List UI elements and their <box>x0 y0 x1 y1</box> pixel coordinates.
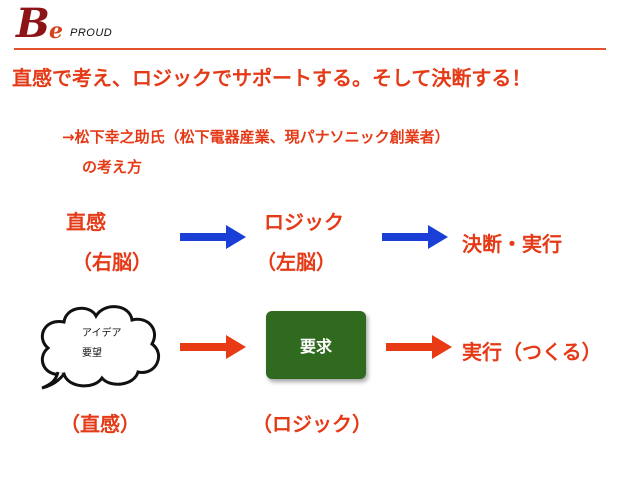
logic-paren-label: （ロジック） <box>252 412 372 436</box>
subtitle-line-1: →松下幸之助氏（松下電器産業、現パナソニック創業者） <box>62 128 450 146</box>
cloud-text-request: 要望 <box>82 348 102 359</box>
execute-build-label: 実行（つくる） <box>462 340 602 364</box>
requirements-box: 要求 <box>266 311 366 379</box>
arrow-right-icon <box>386 335 452 359</box>
logo-letter-b: B <box>16 0 50 47</box>
arrow-right-icon <box>180 335 246 359</box>
logo-letter-e: e <box>49 18 63 44</box>
be-proud-logo: B e PROUD <box>12 0 152 48</box>
intuition-paren-label: （直感） <box>60 412 140 436</box>
intuition-label: 直感 <box>66 210 106 234</box>
title-divider <box>14 48 606 50</box>
right-brain-label: （右脳） <box>72 250 152 274</box>
headline: 直感で考え、ロジックでサポートする。そして決断する！ <box>12 66 532 90</box>
decision-execution-label: 決断・実行 <box>462 232 562 256</box>
logo-proud-text: PROUD <box>70 27 113 39</box>
logic-label: ロジック <box>264 210 344 234</box>
requirements-label: 要求 <box>299 337 332 356</box>
idea-cloud <box>41 305 160 390</box>
arrow-right-icon <box>382 225 448 249</box>
subtitle-line-2: の考え方 <box>82 158 143 176</box>
left-brain-label: （左脳） <box>256 250 336 274</box>
arrow-right-icon <box>180 225 246 249</box>
cloud-text-idea: アイデア <box>82 328 122 339</box>
